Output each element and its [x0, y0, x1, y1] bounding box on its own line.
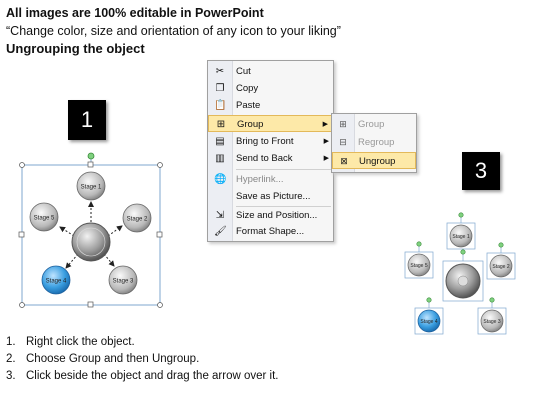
- stage-node: Stage 3: [108, 265, 138, 295]
- menu-item-save-as-picture[interactable]: Save as Picture...: [208, 188, 333, 205]
- stage-node: Stage 5: [29, 202, 59, 232]
- stage-node: Stage 5: [404, 241, 434, 279]
- stage-label: Stage 1: [81, 185, 102, 191]
- regroup-icon: ⊟: [339, 137, 347, 147]
- menu-item-hyperlink[interactable]: 🌐 Hyperlink...: [214, 174, 284, 185]
- group-icon: ⊞: [339, 119, 347, 129]
- group-submenu: ⊞ Group ⊟ Regroup ⊠ Ungroup: [331, 113, 417, 173]
- stage-node: Stage 4: [41, 265, 71, 295]
- stage-node: Stage 2: [122, 203, 152, 233]
- ungroup-icon: ⊠: [340, 156, 348, 166]
- bring-to-front-icon: ▤: [215, 136, 225, 147]
- group-icon: ⊞: [216, 119, 226, 130]
- stage-node: Stage 3: [477, 297, 507, 335]
- save-picture-icon: [214, 191, 226, 202]
- grouped-diagram[interactable]: Stage 1 Stage 2 Stage 3 Stage 4 Stage 5: [16, 150, 166, 310]
- ungrouped-diagram[interactable]: Stage 1 Stage 2 Stage 3 Stage 4 Stage 5: [395, 207, 555, 347]
- submenu-arrow-icon: ▶: [323, 138, 329, 145]
- size-position-icon: ⇲: [215, 210, 225, 221]
- stage-label: Stage 5: [410, 263, 427, 269]
- copy-icon: ❐: [215, 83, 225, 94]
- stage-label: Stage 3: [113, 279, 134, 285]
- page-subtitle: “Change color, size and orientation of a…: [6, 24, 341, 38]
- stage-label: Stage 5: [34, 216, 55, 222]
- send-to-back-icon: ▥: [215, 153, 225, 164]
- page-title: All images are 100% editable in PowerPoi…: [6, 6, 264, 20]
- menu-item-paste[interactable]: 📋 Paste: [214, 100, 261, 111]
- stage-label: Stage 4: [46, 279, 67, 285]
- instruction-item: 1.Right click the object.: [6, 336, 135, 348]
- stage-label: Stage 1: [452, 234, 469, 240]
- menu-item-cut[interactable]: ✂ Cut: [215, 66, 251, 77]
- stage-node: Stage 2: [486, 242, 516, 280]
- submenu-item-regroup[interactable]: ⊟ Regroup: [332, 134, 416, 151]
- menu-item-copy[interactable]: ❐ Copy: [215, 83, 259, 94]
- menu-item-send-to-back[interactable]: ▥ Send to Back ▶: [208, 150, 333, 167]
- submenu-arrow-icon: ▶: [323, 155, 329, 162]
- stage-node: Stage 1: [446, 212, 476, 250]
- instruction-item: 3.Click beside the object and drag the a…: [6, 370, 279, 382]
- paste-icon: 📋: [214, 100, 227, 111]
- format-shape-icon: 🖌: [214, 226, 227, 237]
- stage-label: Stage 2: [492, 264, 509, 270]
- menu-item-size-and-position[interactable]: ⇲ Size and Position...: [215, 210, 318, 221]
- stage-label: Stage 2: [127, 217, 148, 223]
- menu-item-group[interactable]: ⊞ Group ▶: [208, 115, 333, 132]
- stage-label: Stage 3: [483, 319, 500, 325]
- context-menu: ✂ Cut ❐ Copy 📋 Paste ⊞ Group ▶ ▤ Bring t…: [207, 60, 334, 242]
- menu-item-bring-to-front[interactable]: ▤ Bring to Front ▶: [208, 133, 333, 150]
- stage-node: Stage 4: [414, 297, 444, 335]
- submenu-arrow-icon: ▶: [322, 121, 328, 128]
- stage-label: Stage 4: [420, 319, 437, 325]
- instruction-list: 1.Right click the object. 2.Choose Group…: [6, 334, 279, 385]
- instruction-item: 2.Choose Group and then Ungroup.: [6, 353, 200, 365]
- cut-icon: ✂: [215, 66, 225, 77]
- stage-node: Stage 1: [76, 171, 106, 201]
- step-badge-3: 3: [462, 152, 500, 190]
- hyperlink-icon: 🌐: [214, 174, 227, 185]
- section-heading: Ungrouping the object: [6, 41, 145, 56]
- step-badge-1: 1: [68, 100, 106, 140]
- menu-item-format-shape[interactable]: 🖌 Format Shape...: [214, 226, 305, 237]
- submenu-item-ungroup[interactable]: ⊠ Ungroup: [332, 152, 416, 169]
- submenu-item-group[interactable]: ⊞ Group: [332, 116, 416, 133]
